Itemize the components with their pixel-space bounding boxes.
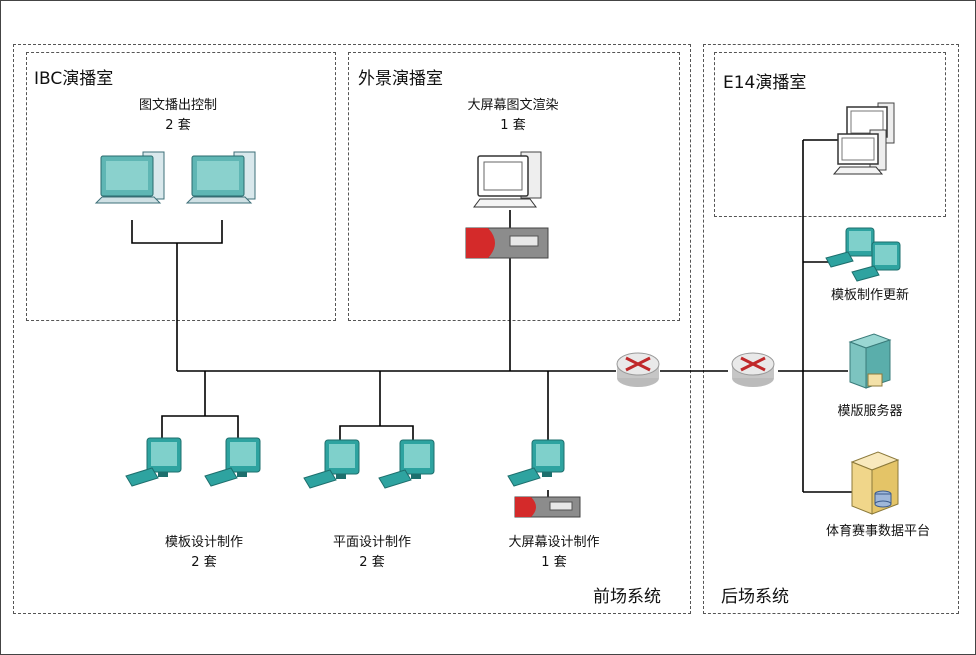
screen-render-name: 大屏幕图文渲染 (467, 98, 559, 113)
ibc-studio-zone (26, 52, 336, 321)
flat-design-label: 平面设计制作 2 套 (312, 533, 432, 573)
ibc-studio-title: IBC演播室 (34, 69, 114, 89)
back-system-zone (703, 44, 959, 614)
back-system-title: 后场系统 (721, 587, 789, 607)
lcd-monitor-icon (851, 241, 901, 282)
template-server-label: 模版服务器 (837, 404, 903, 419)
outdoor-studio-title: 外景演播室 (358, 69, 443, 89)
template-design-name: 模板设计制作 (164, 535, 243, 550)
template-update-label: 模板制作更新 (830, 288, 909, 303)
lcd-monitor-icon (125, 437, 182, 487)
front-system-zone (13, 44, 691, 614)
outdoor-studio-zone (348, 52, 680, 321)
screen-render-label: 大屏幕图文渲染 1 套 (448, 96, 578, 136)
screen-design-name: 大屏幕设计制作 (508, 535, 600, 550)
desktop-computer-icon (94, 151, 165, 204)
screen-design-count: 1 套 (541, 555, 567, 570)
flat-design-count: 2 套 (359, 555, 385, 570)
server-icon (848, 333, 892, 389)
lcd-monitor-icon (378, 439, 435, 489)
screen-render-count: 1 套 (500, 118, 526, 133)
sports-platform-label: 体育赛事数据平台 (825, 524, 930, 539)
desktop-computer-icon (185, 151, 256, 204)
e14-studio-zone (714, 52, 946, 217)
router-icon (731, 352, 775, 387)
router-icon (616, 352, 660, 387)
ibc-control-name: 图文播出控制 (138, 98, 217, 113)
render-device-icon (514, 496, 581, 518)
lcd-monitor-icon (204, 437, 261, 487)
lcd-monitor-icon (303, 439, 360, 489)
screen-design-label: 大屏幕设计制作 1 套 (489, 533, 619, 573)
template-design-label: 模板设计制作 2 套 (144, 533, 264, 573)
flat-design-name: 平面设计制作 (332, 535, 411, 550)
workstation-computer-icon (846, 102, 895, 144)
lcd-monitor-icon (507, 439, 565, 487)
ibc-control-label: 图文播出控制 2 套 (118, 96, 238, 136)
template-design-count: 2 套 (191, 555, 217, 570)
workstation-computer-icon (473, 151, 542, 208)
ibc-control-count: 2 套 (165, 118, 191, 133)
render-device-icon (465, 227, 549, 259)
workstation-computer-icon (832, 129, 887, 175)
database-server-icon (850, 451, 900, 515)
lcd-monitor-icon (825, 227, 875, 268)
e14-studio-title: E14演播室 (723, 73, 807, 93)
front-system-title: 前场系统 (593, 587, 661, 607)
